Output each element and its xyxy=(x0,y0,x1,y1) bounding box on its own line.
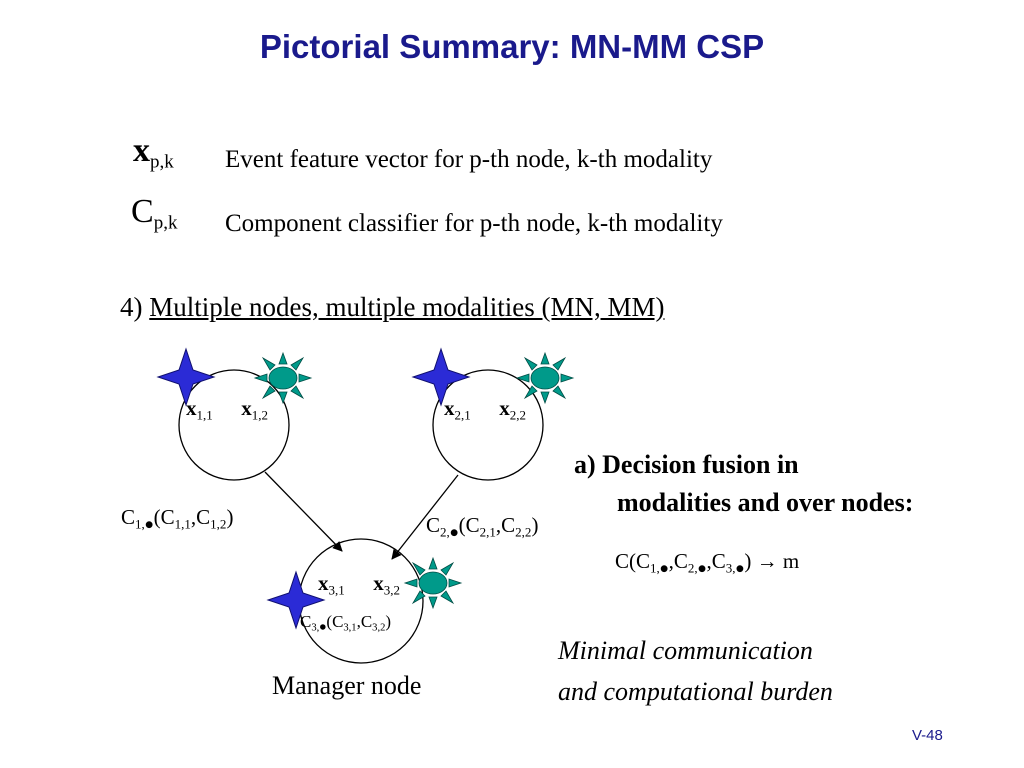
classifier-3-inner-1: C xyxy=(332,612,344,631)
node-3-sub-1: 3,1 xyxy=(328,582,345,598)
fusion-fn: C( xyxy=(615,549,636,573)
classifier-3-sub-1: 3,1 xyxy=(343,622,357,634)
fusion-sub-3: 3, xyxy=(725,560,736,576)
node-circle-2 xyxy=(432,369,544,481)
def-symbol-x: x xyxy=(133,132,150,169)
node-1-var-2: x xyxy=(241,396,252,420)
def-symbol-c: C xyxy=(131,193,154,230)
node-3-var-2: x xyxy=(373,571,384,595)
definition-c: Cp,k xyxy=(131,193,178,234)
manager-node-caption: Manager node xyxy=(272,671,422,700)
page-number: V-48 xyxy=(912,727,943,744)
sun-icon xyxy=(403,556,463,610)
classifier-2-outer: C xyxy=(426,513,441,537)
classifier-1-formula: C1,•(C1,1,C1,2) xyxy=(121,505,234,539)
classifier-1-sub-2: 1,2 xyxy=(210,516,227,532)
definition-x-text: Event feature vector for p-th node, k-th… xyxy=(225,146,713,173)
classifier-2-sub-1: 2,1 xyxy=(479,524,496,540)
def-sub-c: p,k xyxy=(153,212,178,234)
classifier-1-inner-1: C xyxy=(160,505,175,529)
node-1-sub-2: 1,2 xyxy=(251,407,269,423)
classifier-1-sub-1: 1,1 xyxy=(174,516,191,532)
fusion-term-2: C xyxy=(673,549,688,573)
classifier-2-inner-2: C xyxy=(501,513,516,537)
fusion-term-3: C xyxy=(711,549,726,573)
node-1-sub-1: 1,1 xyxy=(196,407,213,423)
classifier-1-outer-sub: 1, xyxy=(135,516,145,532)
classifier-3-outer-sub: 3, xyxy=(311,622,320,634)
node-3-var-1: x xyxy=(318,571,329,595)
manager-node-label: x3,1 x3,2 xyxy=(318,571,401,598)
classifier-2-outer-sub: 2, xyxy=(440,524,450,540)
definition-x: xp,k xyxy=(133,132,174,173)
classifier-2-formula: C2,•(C2,1,C2,2) xyxy=(426,513,539,547)
fusion-sub-1: 1, xyxy=(650,560,660,576)
fusion-formula: C(C1,•,C2,•,C3,•) → m xyxy=(615,549,800,583)
sun-icon xyxy=(515,351,575,405)
classifier-1-inner-2: C xyxy=(196,505,211,529)
node-1-var-1: x xyxy=(186,396,197,420)
right-arrow-icon: → xyxy=(756,549,778,573)
definition-c-text: Component classifier for p-th node, k-th… xyxy=(225,210,723,237)
sun-icon xyxy=(253,351,313,405)
four-point-star-icon xyxy=(411,347,471,407)
four-point-star-icon xyxy=(156,347,216,407)
classifier-3-inner-2: C xyxy=(360,612,373,631)
note-line-1: Minimal communication xyxy=(558,636,813,665)
fusion-term-1: C xyxy=(636,549,651,573)
classifier-3-formula: C3,•(C3,1,C3,2) xyxy=(300,612,392,640)
def-sub-x: p,k xyxy=(150,151,174,173)
classifier-3-sub-2: 3,2 xyxy=(372,622,386,634)
node-3-sub-2: 3,2 xyxy=(383,582,401,598)
fusion-heading-line-2: modalities and over nodes: xyxy=(617,488,914,517)
slide-title: Pictorial Summary: MN-MM CSP xyxy=(259,28,765,65)
classifier-2-sub-2: 2,2 xyxy=(515,524,532,540)
node-2-var-2: x xyxy=(499,396,510,420)
classifier-1-outer: C xyxy=(121,505,136,529)
fusion-close: ) xyxy=(744,549,752,573)
fusion-heading-line-1: a) Decision fusion in xyxy=(574,450,799,479)
node-2-var-1: x xyxy=(444,396,455,420)
arrow-node2-to-manager xyxy=(391,474,459,560)
note-line-2: and computational burden xyxy=(558,677,833,706)
four-point-star-icon xyxy=(266,570,326,630)
node-1-label: x1,1 x1,2 xyxy=(186,396,269,423)
classifier-2-inner-1: C xyxy=(465,513,480,537)
case-prefix: 4) xyxy=(120,292,150,322)
fusion-result: m xyxy=(782,549,800,573)
node-circle-1 xyxy=(178,369,290,481)
node-2-sub-1: 2,1 xyxy=(454,407,471,423)
node-2-label: x2,1 x2,2 xyxy=(444,396,527,423)
classifier-3-outer: C xyxy=(300,612,312,631)
case-label: Multiple nodes, multiple modalities (MN,… xyxy=(149,292,665,322)
arrow-node1-to-manager xyxy=(264,471,343,552)
case-heading: 4) Multiple nodes, multiple modalities (… xyxy=(120,292,664,323)
node-2-sub-2: 2,2 xyxy=(509,407,527,423)
fusion-sub-2: 2, xyxy=(687,560,698,576)
